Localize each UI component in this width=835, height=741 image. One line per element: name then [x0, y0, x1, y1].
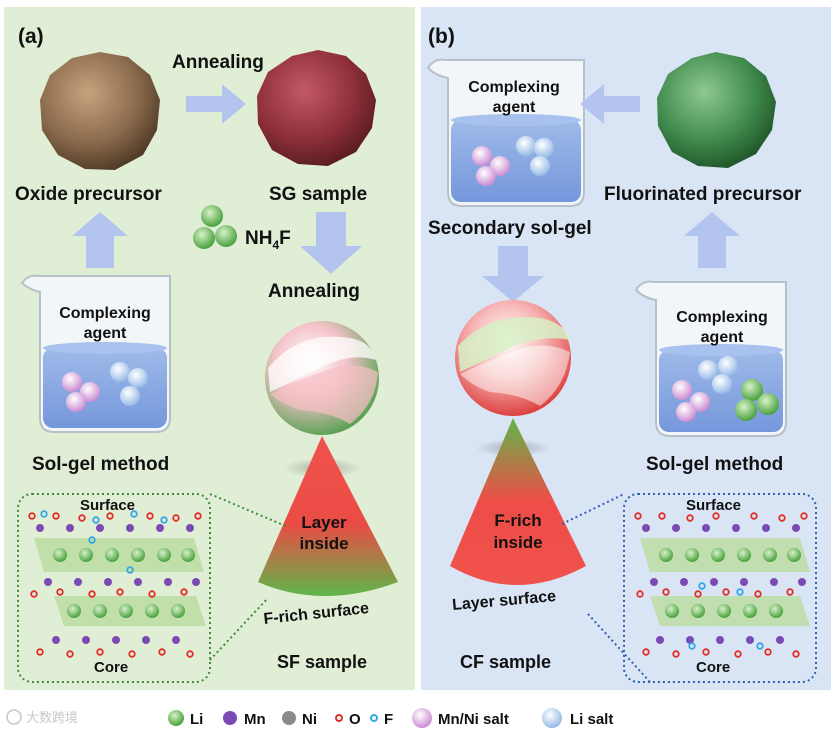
arrow-up-a: [72, 212, 128, 268]
lattice-box-a: [17, 493, 211, 683]
sf-sample-label: SF sample: [277, 652, 367, 672]
sol-gel-method-label-b: Sol-gel method: [646, 454, 783, 475]
annealing-top-label: Annealing: [172, 52, 264, 73]
arrow-left: [580, 84, 640, 124]
sg-sample-label: SG sample: [269, 184, 367, 205]
fluorinated-precursor-particle: [657, 52, 776, 168]
cone-b-label-line2: inside: [493, 533, 542, 552]
sol-gel-method-label-a: Sol-gel method: [32, 454, 169, 475]
nh4f-label: NH4F: [245, 228, 291, 252]
oxide-precursor-label: Oxide precursor: [15, 184, 162, 205]
watermark: 大数跨境: [6, 709, 78, 726]
svg-text:Mn: Mn: [244, 711, 266, 728]
annealing-mid-label: Annealing: [268, 281, 360, 302]
legend-item-mn-ni-salt: Mn/Ni salt: [412, 708, 509, 728]
legend-item-li-salt: Li salt: [542, 708, 613, 728]
cone-b-label-line1: F-rich: [494, 511, 541, 530]
legend-item-f: F: [370, 711, 393, 728]
legend-item-li: Li: [168, 710, 203, 728]
svg-text:O: O: [349, 711, 361, 728]
svg-text:大数跨境: 大数跨境: [26, 711, 78, 726]
connector-b-top: [561, 493, 625, 525]
legend-item-o: O: [335, 711, 361, 728]
arrow-right: [186, 84, 246, 124]
cone-a-label-line1: Layer: [301, 513, 347, 532]
beaker-a-label-line2: agent: [84, 325, 127, 342]
cone-a: [258, 436, 398, 596]
legend-item-ni: Ni: [282, 711, 317, 728]
legend: Li Mn Ni O F Mn/Ni salt Li salt: [168, 708, 613, 728]
sg-sample-particle: [257, 50, 376, 166]
legend-item-mn: Mn: [223, 711, 266, 728]
surface-label-a: Surface: [80, 497, 135, 514]
panel-a-tag: (a): [18, 25, 44, 48]
beaker-b-bottom: [634, 280, 787, 437]
beaker-a-label-line1: Complexing: [59, 305, 151, 322]
beaker-b-bottom-label-line1: Complexing: [676, 309, 768, 326]
cone-a-label-line2: inside: [299, 534, 348, 553]
svg-text:F: F: [384, 711, 393, 728]
svg-text:Li salt: Li salt: [570, 711, 613, 728]
arrow-up-b: [684, 212, 740, 268]
beaker-b-top-label-line1: Complexing: [468, 79, 560, 96]
beaker-b-top: [426, 58, 585, 207]
beaker-a: [20, 274, 171, 433]
svg-text:Mn/Ni salt: Mn/Ni salt: [438, 711, 509, 728]
svg-text:Ni: Ni: [302, 711, 317, 728]
nh4f-molecule-icon: [193, 205, 237, 249]
lattice-box-b: [623, 493, 817, 683]
svg-text:Li: Li: [190, 711, 203, 728]
arrow-down-a: [300, 212, 362, 274]
core-label-a: Core: [94, 659, 128, 676]
beaker-b-top-label-line2: agent: [493, 99, 536, 116]
cone-b: [450, 418, 586, 585]
beaker-b-bottom-label-line2: agent: [701, 329, 744, 346]
secondary-sol-gel-label: Secondary sol-gel: [428, 218, 592, 239]
arrow-down-b: [482, 246, 544, 302]
connector-a-top: [209, 493, 289, 528]
connector-b-bottom: [587, 613, 651, 683]
connector-a-bottom: [209, 597, 269, 661]
oxide-precursor-particle: [40, 52, 160, 170]
panel-b-tag: (b): [428, 25, 455, 48]
fluorinated-precursor-label: Fluorinated precursor: [604, 184, 802, 205]
surface-label-b: Surface: [686, 497, 741, 514]
core-label-b: Core: [696, 659, 730, 676]
cf-sample-label: CF sample: [460, 652, 551, 672]
